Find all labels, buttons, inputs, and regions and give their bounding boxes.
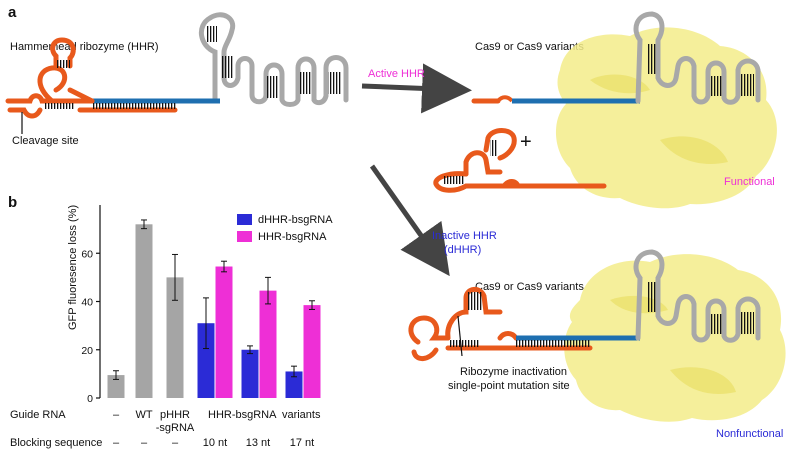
bar-hhr [303,305,321,398]
hhr-stem [444,176,464,184]
scaffold-stem [710,314,722,334]
hhr-stem [468,292,482,310]
mutation-pointer [457,315,463,357]
hhr-sgrna-construct [5,12,349,134]
hhr-stem [450,340,480,347]
y-tick-label: 20 [81,345,93,357]
legend-swatch-dhhr [237,214,252,225]
blocking-row-label: Blocking sequence [10,437,102,449]
bar-control [107,375,125,398]
legend-label-hhr: HHR-bsgRNA [258,231,327,243]
cleavage-site-label: Cleavage site [12,135,79,147]
bars [107,219,321,398]
block-cell-3: – [172,437,179,449]
scaffold-stem [328,72,342,94]
y-tick-label: 40 [81,297,93,309]
guide-rna-row-label: Guide RNA [10,409,66,421]
hhr-stem [56,60,70,68]
panel-a-label: a [8,4,17,21]
bar-control [166,277,184,398]
bar-control [135,224,153,398]
mutation-label-2: single-point mutation site [448,380,570,392]
legend: dHHR-bsgRNA HHR-bsgRNA [237,214,333,243]
bar-dhhr [197,323,215,398]
scaffold-stem [740,312,754,334]
inactive-arrow-label-1: Inactive HHR [432,230,497,242]
hhr-stem [44,103,74,109]
mutation-label-1: Ribozyme inactivation [460,366,567,378]
bar-dhhr [241,349,259,398]
y-axis-label: GFP fluoresence loss (%) [67,205,79,330]
cleaved-hhr-fragment [496,95,514,103]
inactive-arrow [369,164,450,277]
y-ticks: 0 20 40 60 [81,248,100,405]
plus-sign: + [520,131,532,153]
y-tick-label: 0 [87,393,93,405]
functional-label: Functional [724,176,775,188]
released-hhr [433,128,607,193]
legend-swatch-hhr [237,231,252,242]
sgrna-scaffold [198,12,349,107]
inactive-arrow-label-2: (dHHR) [444,244,481,256]
cas9-bottom-label: Cas9 or Cas9 variants [475,281,584,293]
y-tick-label: 60 [81,248,93,260]
scaffold-stem [222,56,234,78]
hhr-stem [490,140,498,156]
bar-hhr [259,290,277,398]
active-arrow-label: Active HHR [368,68,425,80]
scaffold-stem [648,282,656,312]
nonfunctional-label: Nonfunctional [716,428,783,440]
scaffold-stem [266,76,278,98]
sgrna-scaffold-bound [633,11,761,105]
cas9-top-label: Cas9 or Cas9 variants [475,41,584,53]
guide-pairing [516,340,590,347]
hhr-title: Hammerhead ribozyme (HHR) [10,41,159,53]
block-cell-2: – [141,437,148,449]
guide-cell-1: – [113,409,120,421]
scaffold-stem [710,76,722,96]
block-cell-6: 17 nt [290,437,314,449]
active-arrow [361,63,472,114]
scaffold-stem [300,72,312,94]
block-cell-4: 10 nt [203,437,227,449]
dhhr-strand [408,287,593,361]
hhr-strand [5,37,178,119]
panel-b-label: b [8,194,17,211]
guide-cell-3: pHHR [160,409,190,421]
bar-hhr [215,266,233,398]
legend-label-dhhr: dHHR-bsgRNA [258,214,333,226]
sgrna-scaffold-bound [633,249,761,343]
scaffold-stem [207,26,217,42]
scaffold-stem [648,44,656,74]
variants-label: HHR-bsgRNA variants [208,409,321,421]
block-cell-1: – [113,437,120,449]
bar-dhhr [285,371,303,398]
scaffold-stem [740,74,754,96]
guide-cell-2: WT [135,409,152,421]
guide-pairing [92,103,176,109]
bar-chart: 0 20 40 60 GFP fluoresence loss (%) dHHR-bs… [67,205,333,405]
guide-cell-4: -sgRNA [156,422,195,434]
block-cell-5: 13 nt [246,437,270,449]
